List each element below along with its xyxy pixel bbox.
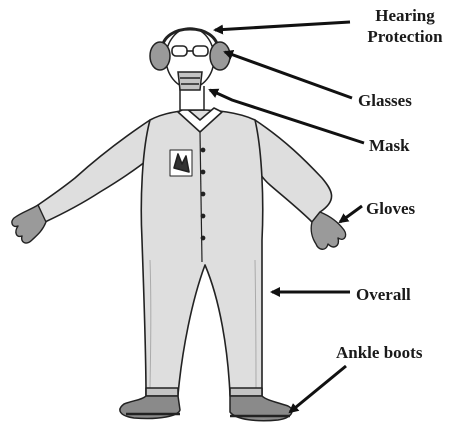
- arrow-hearing: [215, 22, 350, 30]
- label-hearing-line2: Protection: [353, 26, 457, 47]
- left-sleeve: [38, 120, 150, 222]
- label-glasses: Glasses: [358, 90, 412, 111]
- label-mask: Mask: [369, 135, 410, 156]
- right-sleeve: [255, 120, 332, 222]
- arrow-glasses: [225, 52, 352, 98]
- label-hearing-line1: Hearing: [353, 5, 457, 26]
- left-earmuff: [150, 42, 170, 70]
- arrow-gloves: [340, 206, 362, 222]
- arrow-boots: [290, 366, 346, 412]
- right-earmuff: [210, 42, 230, 70]
- label-gloves: Gloves: [366, 198, 415, 219]
- respirator-mask: [178, 72, 202, 90]
- overall-suit: [38, 108, 332, 396]
- right-glove: [311, 212, 345, 249]
- ankle-boots: [120, 396, 292, 421]
- label-hearing-protection: Hearing Protection: [353, 5, 457, 47]
- left-glove: [12, 205, 46, 243]
- label-overall: Overall: [356, 284, 411, 305]
- head: [166, 28, 214, 110]
- label-ankle-boots: Ankle boots: [336, 342, 422, 363]
